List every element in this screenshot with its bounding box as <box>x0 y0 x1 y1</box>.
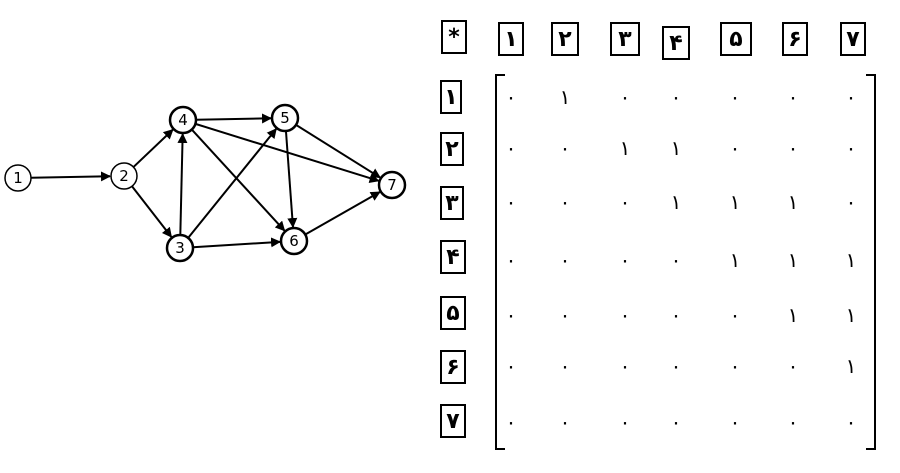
matrix-cell: ۰ <box>619 410 631 434</box>
matrix-cell: ۰ <box>787 410 799 434</box>
matrix-cell: ۱ <box>787 303 799 327</box>
matrix-right-bracket <box>866 74 876 450</box>
matrix-cell: ۰ <box>670 354 682 378</box>
matrix-cell: ۰ <box>559 190 571 214</box>
edge-1-2 <box>30 171 112 182</box>
matrix-cell: ۰ <box>729 354 741 378</box>
graph-node-7: 7 <box>377 170 407 200</box>
graph-node-1: 1 <box>4 164 32 192</box>
edge-4-5 <box>195 113 273 124</box>
matrix-cell: ۰ <box>559 248 571 272</box>
network-graph: 1 2 3 4 5 6 7 <box>4 103 407 263</box>
matrix-cell: ۰ <box>505 303 517 327</box>
matrix-cell: ۰ <box>670 248 682 272</box>
matrix-cell: ۱ <box>670 136 682 160</box>
matrix-cell: ۰ <box>787 85 799 109</box>
row-header-7: ۷ <box>440 404 466 438</box>
matrix-left-bracket <box>495 74 505 450</box>
matrix-cell: ۱ <box>845 303 857 327</box>
graph-node-6: 6 <box>279 226 309 256</box>
matrix-cell: ۰ <box>670 303 682 327</box>
matrix-cell: ۰ <box>559 303 571 327</box>
matrix-cell: ۰ <box>559 410 571 434</box>
graph-node-2: 2 <box>110 162 138 190</box>
matrix-cell: ۱ <box>845 354 857 378</box>
matrix-cell: ۰ <box>619 354 631 378</box>
matrix-cell: ۱ <box>845 248 857 272</box>
matrix-cell: ۰ <box>559 136 571 160</box>
matrix-corner-cell: * <box>441 20 467 54</box>
edge-5-6 <box>284 130 298 229</box>
matrix-cell: ۱ <box>729 190 741 214</box>
matrix-cell: ۰ <box>670 85 682 109</box>
matrix-cell: ۰ <box>619 303 631 327</box>
edge-2-3 <box>131 185 173 238</box>
matrix-cell: ۱ <box>787 190 799 214</box>
matrix-cell: ۰ <box>729 136 741 160</box>
edge-6-7 <box>304 191 381 236</box>
edge-3-6 <box>192 237 282 249</box>
matrix-cell: ۰ <box>505 354 517 378</box>
graph-node-label: 2 <box>119 167 129 185</box>
graph-node-4: 4 <box>168 105 198 135</box>
graph-node-label: 7 <box>387 176 397 194</box>
row-header-4: ۴ <box>440 240 466 274</box>
edge-4-6 <box>191 128 286 232</box>
graph-node-label: 3 <box>175 239 185 257</box>
matrix-cell: ۰ <box>845 136 857 160</box>
matrix-cell: ۰ <box>845 85 857 109</box>
row-header-1: ۱ <box>440 80 462 114</box>
matrix-cell: ۰ <box>729 410 741 434</box>
graph-node-5: 5 <box>270 103 300 133</box>
graph-node-label: 4 <box>178 111 188 129</box>
graph-node-3: 3 <box>165 233 195 263</box>
matrix-cell: ۱ <box>619 136 631 160</box>
matrix-cell: ۱ <box>670 190 682 214</box>
column-header-5: ۵ <box>720 22 752 56</box>
column-header-1: ۱ <box>498 22 524 56</box>
row-header-6: ۶ <box>440 350 466 384</box>
matrix-cell: ۰ <box>505 410 517 434</box>
matrix-cell: ۰ <box>845 410 857 434</box>
column-header-2: ۲ <box>551 22 579 56</box>
edge-3-4 <box>177 132 188 236</box>
matrix-cell: ۰ <box>845 190 857 214</box>
matrix-cell: ۰ <box>787 354 799 378</box>
matrix-cell: ۰ <box>670 410 682 434</box>
row-header-5: ۵ <box>440 296 466 330</box>
edge-3-5 <box>187 128 277 239</box>
graph-node-label: 6 <box>289 232 299 250</box>
matrix-cell: ۰ <box>505 136 517 160</box>
matrix-cell: ۱ <box>559 85 571 109</box>
column-header-4: ۴ <box>662 26 690 60</box>
column-header-6: ۶ <box>782 22 808 56</box>
matrix-cell: ۰ <box>559 354 571 378</box>
matrix-cell: ۰ <box>729 85 741 109</box>
matrix-cell: ۱ <box>729 248 741 272</box>
matrix-cell: ۰ <box>787 136 799 160</box>
matrix-cell: ۱ <box>787 248 799 272</box>
row-header-2: ۲ <box>440 132 464 166</box>
graph-node-label: 1 <box>13 169 23 187</box>
column-header-3: ۳ <box>610 22 640 56</box>
matrix-cell: ۰ <box>619 85 631 109</box>
row-header-3: ۳ <box>440 186 464 220</box>
matrix-cell: ۰ <box>505 190 517 214</box>
edge-2-4 <box>132 128 174 168</box>
matrix-cell: ۰ <box>619 190 631 214</box>
matrix-cell: ۰ <box>505 248 517 272</box>
matrix-cell: ۰ <box>619 248 631 272</box>
graph-node-label: 5 <box>280 109 290 127</box>
column-header-7: ۷ <box>840 22 866 56</box>
edge-5-7 <box>295 124 381 179</box>
matrix-cell: ۰ <box>505 85 517 109</box>
matrix-cell: ۰ <box>729 303 741 327</box>
